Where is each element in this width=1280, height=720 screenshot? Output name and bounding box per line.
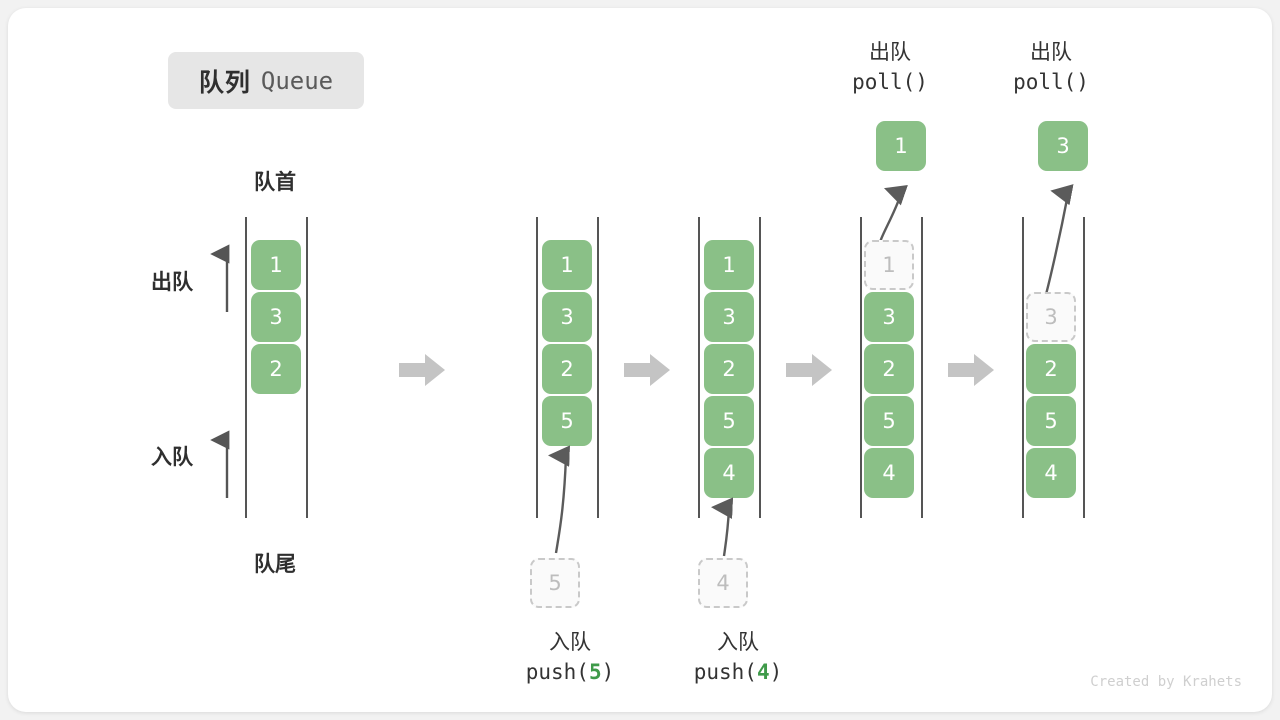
caption-code-suffix: ) <box>601 659 615 684</box>
enqueue-side-label: 入队 <box>151 445 193 469</box>
queue-cell: 4 <box>864 448 914 498</box>
diagram-card: 队列 Queue 队首 队尾 出队 入队 1 3 2 1 3 2 5 5 <box>8 8 1272 712</box>
queue-cell: 2 <box>1026 344 1076 394</box>
caption-cn: 入队 <box>549 630 591 654</box>
column-3-rail-left <box>698 217 700 518</box>
column-3-caption: 入队 push(4) <box>618 628 858 688</box>
queue-cell: 1 <box>542 240 592 290</box>
caption-code: poll() <box>852 69 928 94</box>
queue-cell: 2 <box>542 344 592 394</box>
queue-cell: 3 <box>542 292 592 342</box>
enqueue-direction-arrow <box>210 430 230 498</box>
title-cn: 队列 <box>198 67 251 97</box>
queue-head-label: 队首 <box>254 170 296 194</box>
caption-code-prefix: push( <box>525 659 589 684</box>
queue-cell: 5 <box>864 396 914 446</box>
push-5-arrow <box>548 445 570 554</box>
caption-cn: 出队 <box>869 40 911 64</box>
queue-cell-ghost: 1 <box>864 240 914 290</box>
queue-tail-label: 队尾 <box>254 552 296 576</box>
caption-code: poll() <box>1013 69 1089 94</box>
column-4-caption: 出队 poll() <box>780 38 1000 98</box>
column-2-rail-right <box>597 217 599 518</box>
queue-cell-ghost: 3 <box>1026 292 1076 342</box>
caption-code-suffix: ) <box>769 659 783 684</box>
caption-cn: 出队 <box>1030 40 1072 64</box>
column-4-rail-left <box>860 217 862 518</box>
step-arrow-2-icon <box>624 354 670 386</box>
column-5-rail-right <box>1083 217 1085 518</box>
queue-cell: 3 <box>704 292 754 342</box>
credit-text: Created by Krahets <box>1090 674 1242 690</box>
title-en: Queue <box>260 66 334 95</box>
incoming-ghost-cell: 4 <box>698 558 748 608</box>
queue-cell: 2 <box>704 344 754 394</box>
caption-code-prefix: push( <box>693 659 757 684</box>
queue-cell: 4 <box>1026 448 1076 498</box>
column-2-caption: 入队 push(5) <box>450 628 690 688</box>
column-1-rail-right <box>306 217 308 518</box>
column-5-caption: 出队 poll() <box>941 38 1161 98</box>
poll-3-arrow <box>1042 184 1074 303</box>
column-4-rail-right <box>921 217 923 518</box>
step-arrow-1-icon <box>399 354 445 386</box>
popped-cell: 1 <box>876 121 926 171</box>
queue-cell: 1 <box>704 240 754 290</box>
popped-cell: 3 <box>1038 121 1088 171</box>
queue-cell: 3 <box>864 292 914 342</box>
column-2-rail-left <box>536 217 538 518</box>
queue-cell: 5 <box>542 396 592 446</box>
caption-cn: 入队 <box>717 630 759 654</box>
caption-code: push(4) <box>618 658 858 688</box>
queue-cell: 2 <box>864 344 914 394</box>
queue-cell: 3 <box>251 292 301 342</box>
column-3-rail-right <box>759 217 761 518</box>
queue-cell: 5 <box>1026 396 1076 446</box>
dequeue-direction-arrow <box>210 244 230 312</box>
queue-cell: 1 <box>251 240 301 290</box>
queue-cell: 4 <box>704 448 754 498</box>
column-1-rail-left <box>245 217 247 518</box>
push-4-arrow <box>711 497 734 557</box>
caption-code-number: 5 <box>588 659 602 684</box>
title-badge: 队列 Queue <box>168 52 364 109</box>
queue-cell: 2 <box>251 344 301 394</box>
caption-code-number: 4 <box>756 659 770 684</box>
queue-cell: 5 <box>704 396 754 446</box>
dequeue-side-label: 出队 <box>151 270 193 294</box>
step-arrow-4-icon <box>948 354 994 386</box>
step-arrow-3-icon <box>786 354 832 386</box>
column-5-rail-left <box>1022 217 1024 518</box>
incoming-ghost-cell: 5 <box>530 558 580 608</box>
caption-code: push(5) <box>450 658 690 688</box>
